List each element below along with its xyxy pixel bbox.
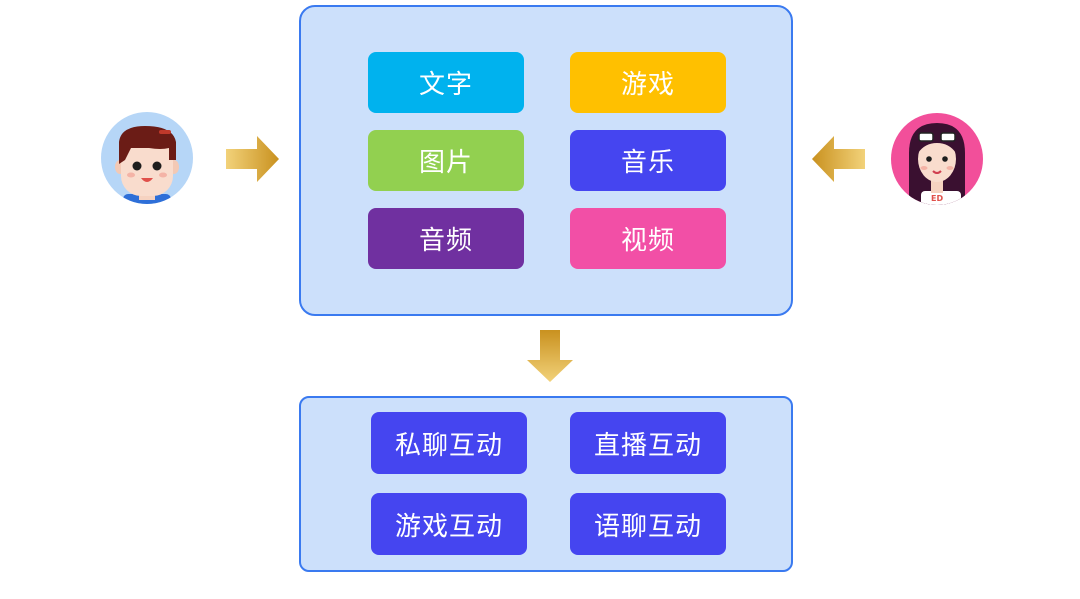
male-user-avatar-icon bbox=[101, 112, 193, 204]
content-tile-audio: 音频 bbox=[368, 208, 524, 269]
female-user-avatar-icon: ED bbox=[891, 113, 983, 205]
content-tile-image: 图片 bbox=[368, 130, 524, 191]
interaction-tile-voice-chat: 语聊互动 bbox=[570, 493, 726, 555]
content-tile-text: 文字 bbox=[368, 52, 524, 113]
content-tile-music: 音乐 bbox=[570, 130, 726, 191]
svg-text:ED: ED bbox=[931, 194, 943, 203]
arrow-down-icon bbox=[527, 330, 573, 382]
content-tile-game: 游戏 bbox=[570, 52, 726, 113]
arrow-right-icon bbox=[226, 136, 279, 182]
content-tile-video: 视频 bbox=[570, 208, 726, 269]
interaction-tile-game: 游戏互动 bbox=[371, 493, 527, 555]
interaction-tile-private-chat: 私聊互动 bbox=[371, 412, 527, 474]
arrow-left-icon bbox=[812, 136, 865, 182]
interaction-tile-live-stream: 直播互动 bbox=[570, 412, 726, 474]
